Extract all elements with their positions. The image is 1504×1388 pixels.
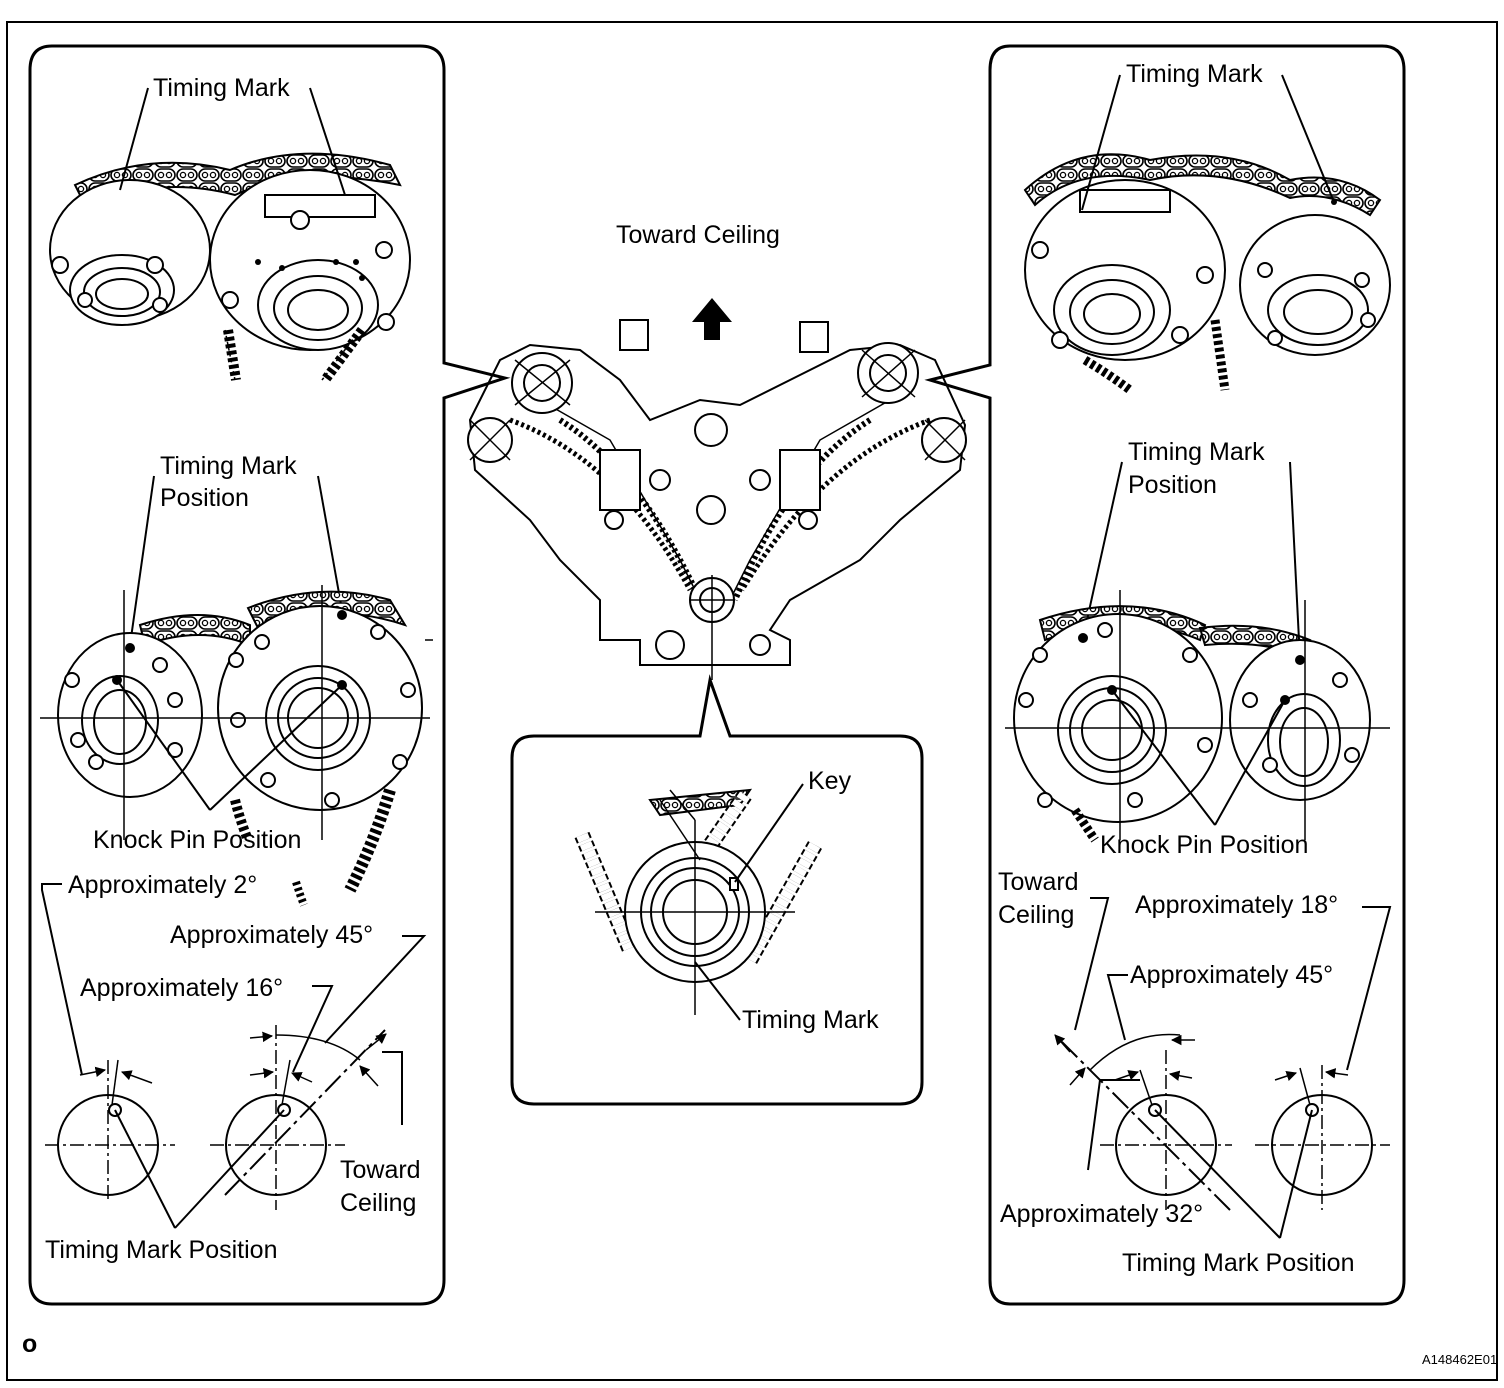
left-top-sprockets: [49, 152, 411, 383]
right-angle-diagrams: Toward Ceiling Approximately 18° Approxi…: [998, 868, 1392, 1277]
figure-id: A148462E01: [1422, 1352, 1497, 1367]
right-top-sprockets: [1023, 153, 1391, 394]
center-detail-panel: Key Timing Mark: [510, 674, 924, 1106]
center-engine: Toward Ceiling: [467, 221, 967, 680]
right-knock-pin-label: Knock Pin Position: [1100, 831, 1308, 859]
crank-sprocket: [574, 788, 822, 1015]
center-key-label: Key: [808, 767, 852, 795]
up-arrow-icon: [692, 298, 732, 340]
right-toward-ceiling-label-1: Toward: [998, 868, 1079, 896]
center-toward-ceiling-label: Toward Ceiling: [616, 221, 780, 249]
left-approx-45-label: Approximately 45°: [170, 921, 373, 949]
right-approx-32-label: Approximately 32°: [1000, 1200, 1203, 1228]
right-timing-mark-position-label-2: Position: [1128, 471, 1217, 499]
left-middle-sprockets: [40, 585, 433, 893]
right-approx-45-label: Approximately 45°: [1130, 961, 1333, 989]
left-panel: Timing Mark Timing Mark Position: [28, 44, 511, 1306]
left-toward-ceiling-label-1: Toward: [340, 1156, 421, 1184]
corner-o-mark: o: [22, 1330, 37, 1358]
left-timing-mark-label: Timing Mark: [153, 74, 290, 102]
right-toward-ceiling-label-2: Ceiling: [998, 901, 1074, 929]
left-timing-mark-position-label-1: Timing Mark: [160, 452, 297, 480]
right-approx-18-label: Approximately 18°: [1135, 891, 1338, 919]
right-timing-mark-label: Timing Mark: [1126, 60, 1263, 88]
left-timing-mark-position-bottom-label: Timing Mark Position: [45, 1236, 277, 1264]
left-toward-ceiling-label-2: Ceiling: [340, 1189, 416, 1217]
right-middle-sprockets: [1005, 590, 1390, 843]
right-panel: Timing Mark Timing Mark Position: [924, 44, 1406, 1306]
left-knock-pin-label: Knock Pin Position: [93, 826, 301, 854]
right-timing-mark-position-bottom-label: Timing Mark Position: [1122, 1249, 1354, 1277]
right-timing-mark-position-label-1: Timing Mark: [1128, 438, 1265, 466]
left-approx-2-label: Approximately 2°: [68, 871, 257, 899]
left-approx-16-label: Approximately 16°: [80, 974, 283, 1002]
left-timing-mark-position-label-2: Position: [160, 484, 249, 512]
left-angle-diagrams: Approximately 2° Approximately 45° Appro…: [41, 871, 427, 1264]
center-timing-mark-label: Timing Mark: [742, 1006, 879, 1034]
outer-frame: [6, 21, 1498, 1381]
